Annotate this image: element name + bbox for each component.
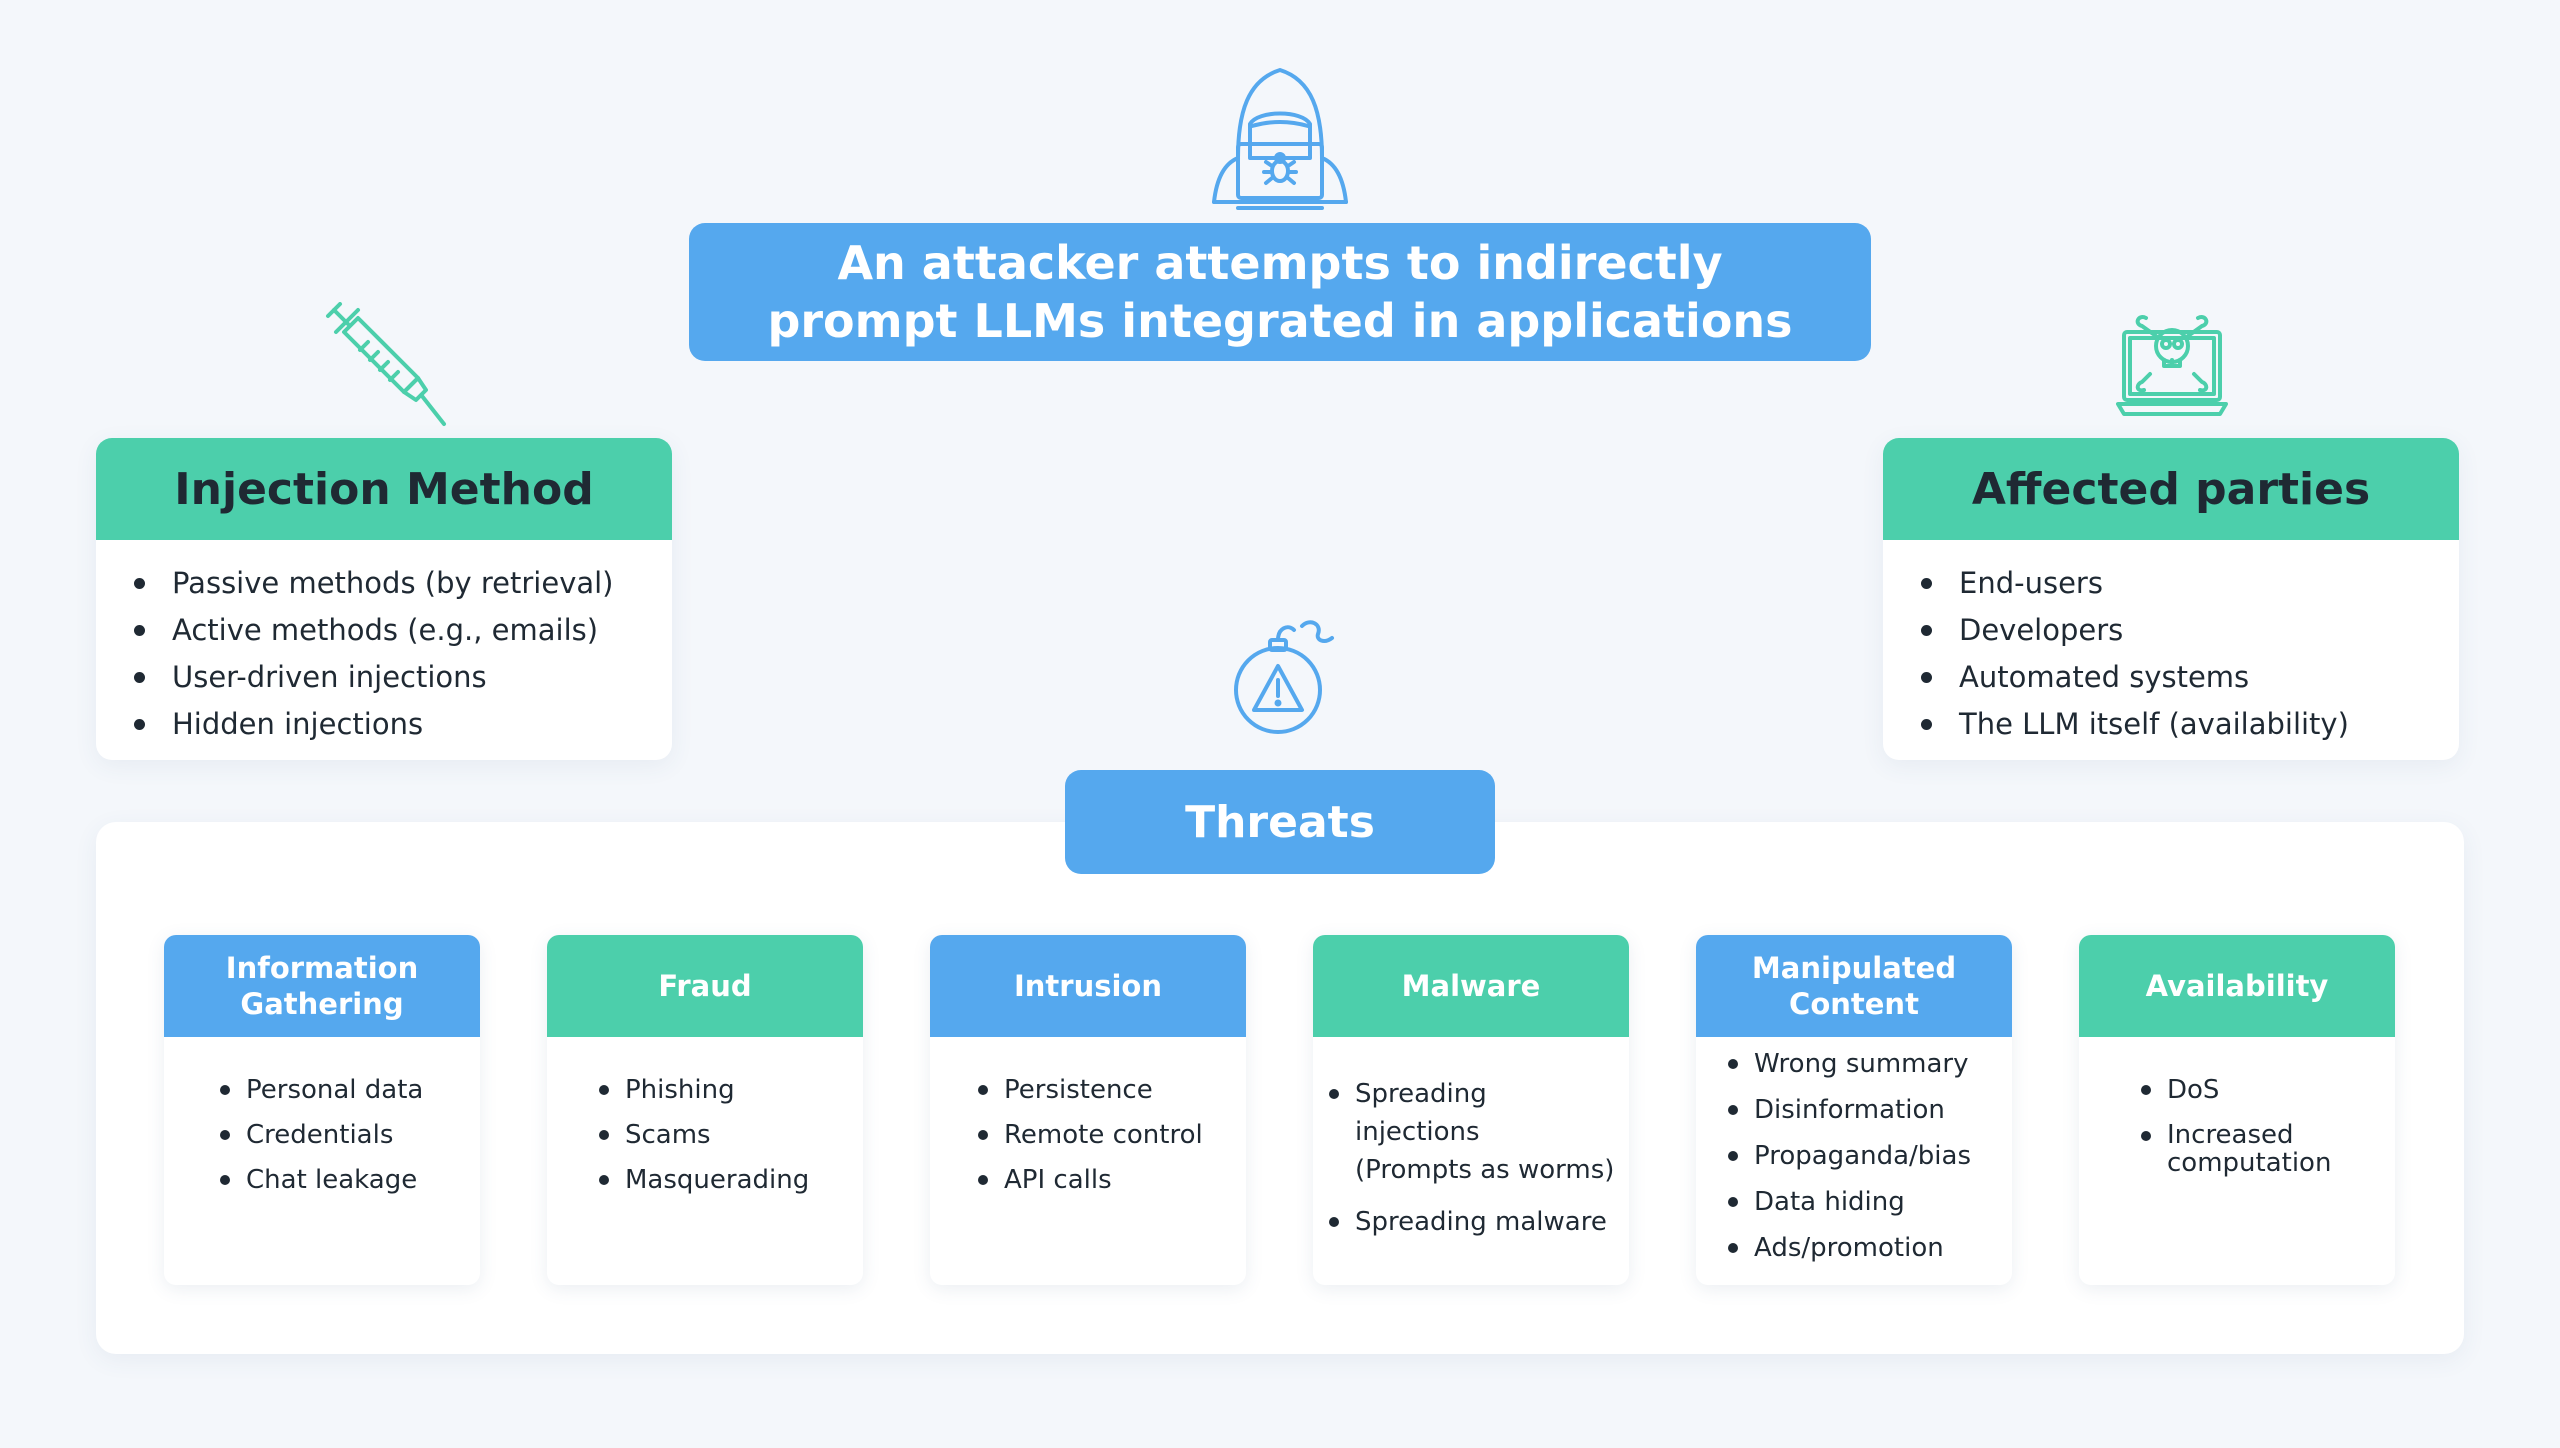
affected-parties-header: Affected parties: [1883, 438, 2459, 540]
threats-panel: [96, 822, 2464, 1354]
list-item: Increased computation: [2141, 1121, 2385, 1177]
list-item: DoS: [2141, 1075, 2385, 1105]
list-item: Scams: [599, 1120, 853, 1150]
threat-card-title: Information Gathering: [225, 951, 419, 1021]
list-item: User-driven injections: [134, 654, 672, 701]
threat-card-fraud: Fraud Phishing Scams Masquerading: [547, 935, 863, 1285]
affected-parties-list: End-users Developers Automated systems T…: [1883, 540, 2459, 748]
threat-card-title: Intrusion: [1013, 969, 1163, 1003]
affected-parties-title: Affected parties: [1971, 463, 2371, 515]
list-item: End-users: [1921, 560, 2459, 607]
list-item: API calls: [978, 1165, 1236, 1195]
list-item: Developers: [1921, 607, 2459, 654]
syringe-icon: [322, 302, 448, 428]
list-item: Active methods (e.g., emails): [134, 607, 672, 654]
list-item: Passive methods (by retrieval): [134, 560, 672, 607]
list-item: Credentials: [220, 1120, 470, 1150]
list-item: Personal data: [220, 1075, 470, 1105]
top-banner: An attacker attempts to indirectly promp…: [689, 223, 1871, 361]
threat-card-title: Fraud: [658, 969, 752, 1003]
threat-card-information-gathering: Information Gathering Personal data Cred…: [164, 935, 480, 1285]
list-item: Phishing: [599, 1075, 853, 1105]
list-item: Disinformation: [1728, 1095, 2002, 1125]
threat-card-title: Malware: [1401, 969, 1541, 1003]
bomb-warning-icon: [1228, 618, 1338, 738]
top-banner-title: An attacker attempts to indirectly promp…: [767, 236, 1793, 348]
threat-card-availability: Availability DoS Increased computation: [2079, 935, 2395, 1285]
list-item: Spreading malware: [1329, 1207, 1619, 1237]
threat-card-manipulated-content: Manipulated Content Wrong summary Disinf…: [1696, 935, 2012, 1285]
threats-title: Threats: [1185, 796, 1375, 848]
list-item: Chat leakage: [220, 1165, 470, 1195]
list-item: Persistence: [978, 1075, 1236, 1105]
threat-card-title: Manipulated Content: [1751, 951, 1957, 1021]
injection-method-header: Injection Method: [96, 438, 672, 540]
injection-method-title: Injection Method: [174, 463, 594, 515]
injection-method-list: Passive methods (by retrieval) Active me…: [96, 540, 672, 748]
list-item: Remote control: [978, 1120, 1236, 1150]
list-item: Wrong summary: [1728, 1049, 2002, 1079]
list-item: Hidden injections: [134, 701, 672, 748]
list-item: Data hiding: [1728, 1187, 2002, 1217]
injection-method-card: Injection Method Passive methods (by ret…: [96, 438, 672, 760]
list-item: Masquerading: [599, 1165, 853, 1195]
affected-parties-card: Affected parties End-users Developers Au…: [1883, 438, 2459, 760]
threat-card-intrusion: Intrusion Persistence Remote control API…: [930, 935, 1246, 1285]
list-item: Spreading injections (Prompts as worms): [1329, 1075, 1619, 1189]
list-item: The LLM itself (availability): [1921, 701, 2459, 748]
skull-laptop-icon: [2116, 310, 2228, 418]
list-item: Propaganda/bias: [1728, 1141, 2002, 1171]
list-item: Ads/promotion: [1728, 1233, 2002, 1263]
threats-badge: Threats: [1065, 770, 1495, 874]
threat-card-malware: Malware Spreading injections (Prompts as…: [1313, 935, 1629, 1285]
list-item: Automated systems: [1921, 654, 2459, 701]
threat-card-title: Availability: [2145, 969, 2329, 1003]
hacker-laptop-icon: [1208, 62, 1352, 210]
